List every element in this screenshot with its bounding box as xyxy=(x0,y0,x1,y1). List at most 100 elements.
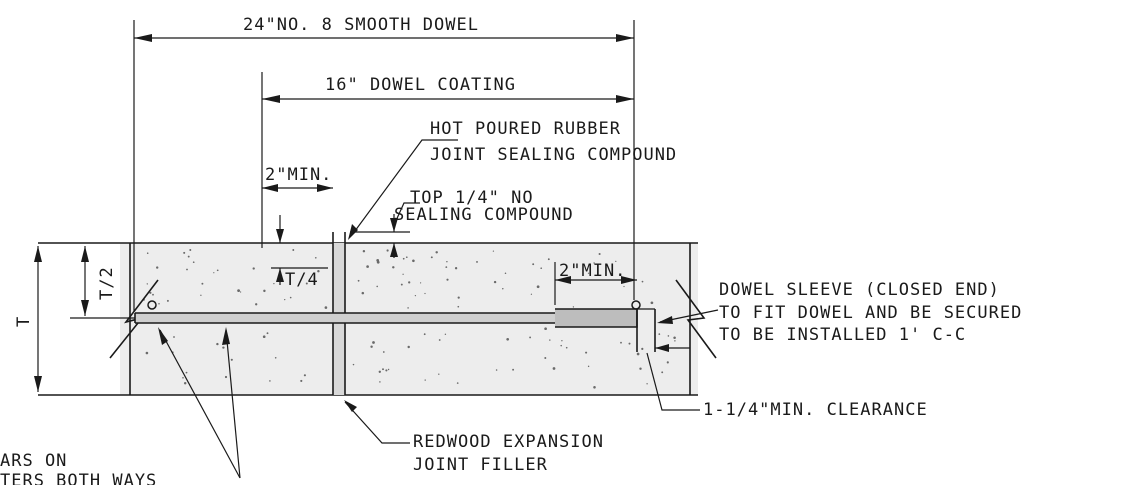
aggregate-dot xyxy=(149,291,152,294)
aggregate-dot xyxy=(192,261,195,264)
aggregate-dot xyxy=(274,357,277,359)
aggregate-dot xyxy=(446,260,448,263)
dowel-sleeve xyxy=(555,308,656,352)
label-sleeve-2: TO FIT DOWEL AND BE SECURED xyxy=(719,303,1022,323)
aggregate-dot xyxy=(400,283,403,286)
aggregate-dot xyxy=(183,251,186,254)
leader-dowel-sleeve xyxy=(657,309,719,324)
aggregate-dot xyxy=(502,288,504,290)
aggregate-dot xyxy=(493,280,497,284)
rebar-dot-left xyxy=(147,300,157,310)
aggregate-dot xyxy=(166,299,169,302)
aggregate-dot xyxy=(407,345,410,349)
aggregate-dot xyxy=(289,296,292,299)
aggregate-dot xyxy=(255,303,258,306)
label-2-min-right: 2"MIN. xyxy=(559,261,626,281)
aggregate-dot xyxy=(412,259,415,263)
aggregate-dot xyxy=(273,282,275,285)
label-sleeve-1: DOWEL SLEEVE (CLOSED END) xyxy=(719,280,1000,300)
break-symbol-left xyxy=(109,279,159,359)
aggregate-dot xyxy=(628,342,631,345)
concrete-aggregate-dots xyxy=(142,249,676,389)
aggregate-dot xyxy=(407,307,409,309)
aggregate-dot xyxy=(216,342,219,346)
aggregate-dot xyxy=(423,333,426,336)
dim-t xyxy=(34,246,42,392)
aggregate-dot xyxy=(611,272,613,274)
aggregate-dot xyxy=(598,252,601,256)
leader-top-quarter xyxy=(350,202,420,258)
label-redwood-1: REDWOOD EXPANSION xyxy=(413,432,604,452)
leader-bars xyxy=(158,327,241,479)
aggregate-dot xyxy=(544,357,547,359)
aggregate-dot xyxy=(402,273,404,275)
aggregate-dot xyxy=(667,335,670,337)
label-t-quarter: T/4 xyxy=(285,270,319,290)
leader-redwood xyxy=(344,400,410,444)
aggregate-dot xyxy=(658,333,661,335)
aggregate-dot xyxy=(200,294,202,296)
aggregate-dot xyxy=(424,379,426,381)
aggregate-dot xyxy=(674,340,676,342)
aggregate-dot xyxy=(420,282,422,284)
aggregate-dot xyxy=(263,289,266,293)
aggregate-dot xyxy=(382,351,385,353)
aggregate-dot xyxy=(444,333,447,335)
aggregate-dot xyxy=(239,291,242,293)
aggregate-dot xyxy=(408,281,411,284)
aggregate-dot xyxy=(361,291,365,295)
aggregate-dot xyxy=(650,301,654,305)
aggregate-dot xyxy=(561,340,563,342)
aggregate-dot xyxy=(587,272,590,274)
aggregate-dot xyxy=(544,327,547,331)
aggregate-dot xyxy=(492,250,495,252)
aggregate-dot xyxy=(506,337,510,341)
aggregate-dot xyxy=(317,269,320,273)
aggregate-dot xyxy=(303,374,306,377)
aggregate-dot xyxy=(189,249,192,251)
aggregate-dot xyxy=(572,306,575,308)
aggregate-dot xyxy=(495,369,498,371)
aggregate-dot xyxy=(156,266,159,269)
aggregate-dot xyxy=(532,263,535,266)
aggregate-dot xyxy=(530,293,533,295)
aggregate-dot xyxy=(549,339,551,341)
dim-dowel-coating xyxy=(261,72,634,248)
aggregate-dot xyxy=(565,346,568,349)
aggregate-dot xyxy=(620,341,622,344)
aggregate-dot xyxy=(145,351,149,355)
dim-dowel-length xyxy=(133,20,635,312)
aggregate-dot xyxy=(224,375,228,379)
aggregate-dot xyxy=(593,262,595,264)
dowel-bar xyxy=(134,312,635,324)
aggregate-dot xyxy=(438,373,440,375)
aggregate-dot xyxy=(641,347,644,351)
aggregate-dot xyxy=(386,249,389,252)
aggregate-dot xyxy=(376,285,378,288)
aggregate-dot xyxy=(292,249,295,251)
aggregate-dot xyxy=(187,255,190,258)
aggregate-dot xyxy=(673,336,676,339)
aggregate-dot xyxy=(366,265,369,268)
aggregate-dot xyxy=(529,336,532,339)
aggregate-dot xyxy=(201,282,204,285)
aggregate-dot xyxy=(414,294,417,297)
aggregate-dot xyxy=(387,368,390,371)
aggregate-dot xyxy=(646,383,648,385)
aggregate-dot xyxy=(392,266,395,269)
aggregate-dot xyxy=(362,249,366,253)
aggregate-dot xyxy=(266,332,269,335)
aggregate-dot xyxy=(237,289,241,292)
aggregate-dot xyxy=(438,339,441,341)
aggregate-dot xyxy=(152,293,154,296)
dim-2-min-right xyxy=(554,262,637,305)
aggregate-dot xyxy=(457,296,460,299)
aggregate-dot xyxy=(252,267,255,270)
aggregate-dot xyxy=(186,268,188,271)
aggregate-dot xyxy=(512,368,515,371)
aggregate-dot xyxy=(357,279,360,282)
aggregate-dot xyxy=(230,358,233,361)
label-top-quarter-1: TOP 1/4" NO xyxy=(410,188,534,208)
aggregate-dot xyxy=(314,256,317,259)
aggregate-dot xyxy=(457,305,460,308)
